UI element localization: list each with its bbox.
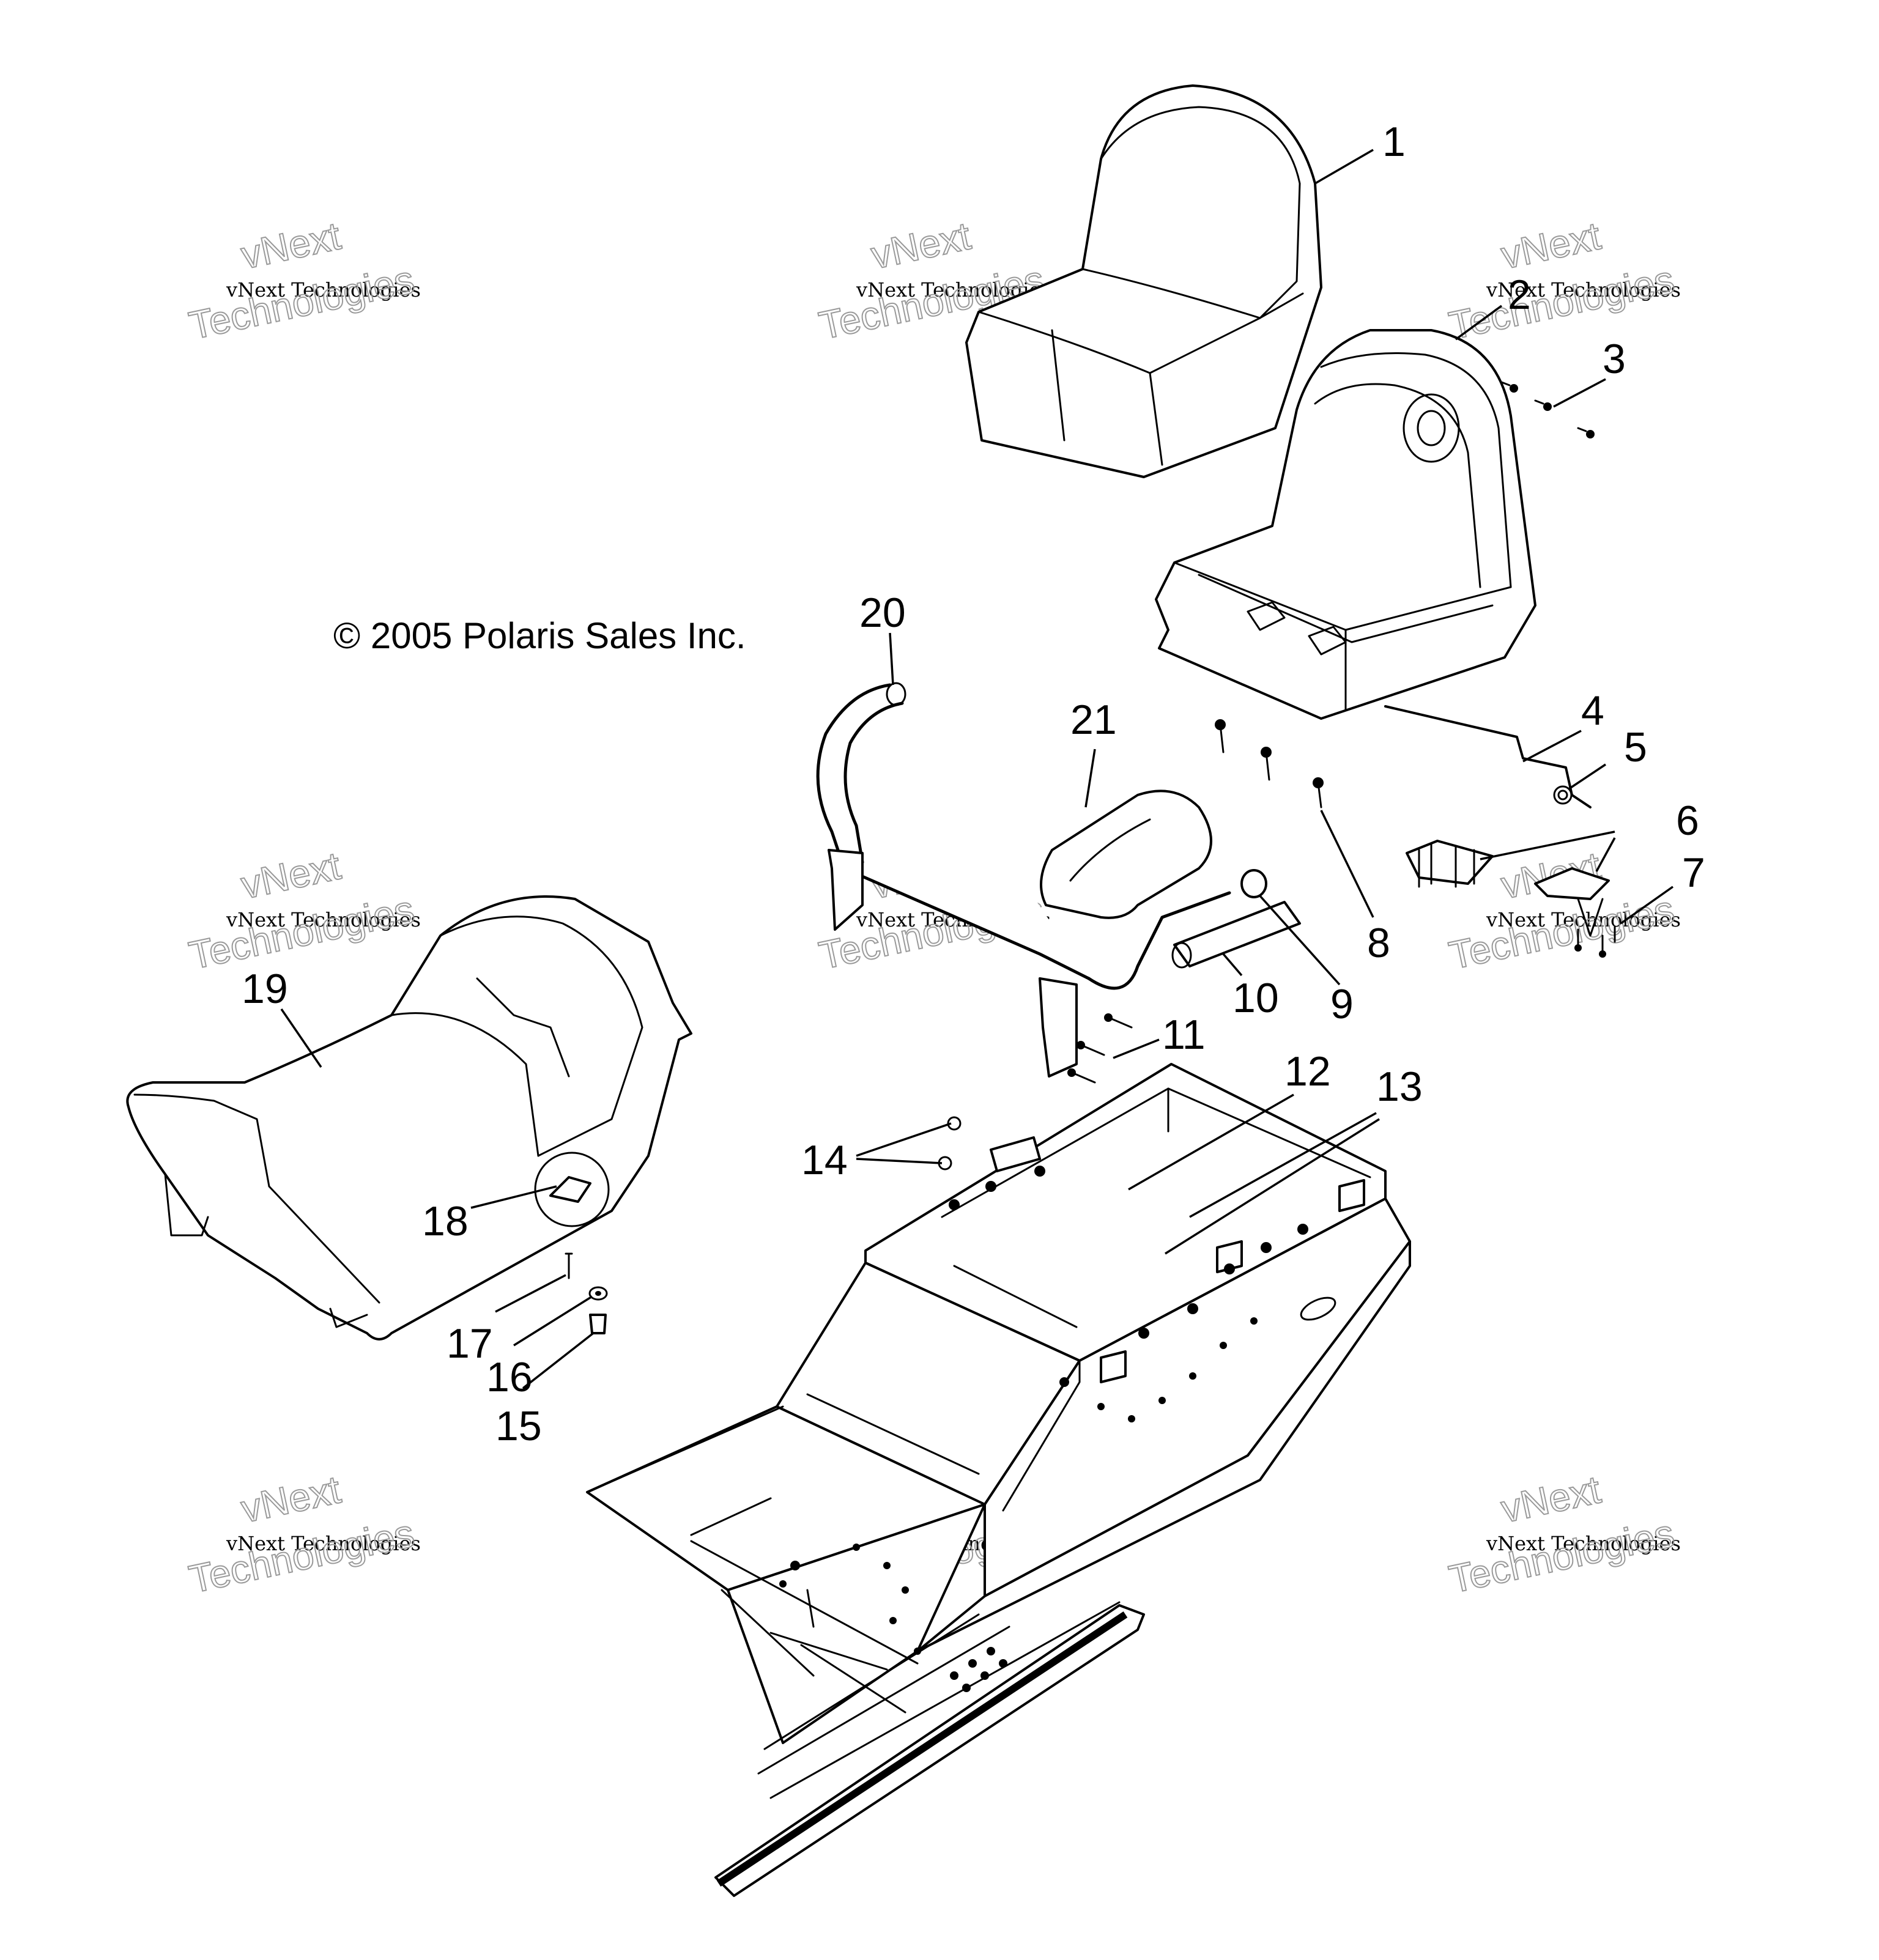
- watermark-top-left: vNext vNext Technologies Technologies: [185, 213, 421, 348]
- watermark-caption: vNext Technologies: [226, 278, 421, 301]
- leader-13b: [1165, 1118, 1380, 1255]
- chassis-tunnel: [586, 1063, 1411, 1897]
- callout-20: 20: [859, 590, 906, 636]
- watermark-technologies: Technologies: [1445, 257, 1678, 348]
- leader-12: [1128, 1093, 1294, 1191]
- callout-16: 16: [486, 1354, 533, 1400]
- part-17-pin: [565, 1252, 573, 1279]
- part-21-backrest-pad: [1040, 790, 1212, 919]
- part-7-screws: [1574, 925, 1616, 958]
- leader-11: [1113, 1038, 1160, 1059]
- part-20-grab-bar: [816, 682, 1231, 1078]
- part-9-cap: [1240, 869, 1267, 898]
- watermark-vnext: vNext: [237, 213, 344, 277]
- leader-17: [495, 1274, 566, 1313]
- leader-14a: [856, 1122, 952, 1157]
- leader-18: [470, 1185, 557, 1209]
- watermark-vnext: vNext: [1497, 1467, 1604, 1531]
- part-8-bolts: [1215, 719, 1324, 808]
- part-11-bolts: [1067, 1013, 1133, 1084]
- watermark-bottom-left: vNext vNext Technologies Technologies: [185, 1466, 421, 1602]
- callout-5: 5: [1624, 724, 1647, 771]
- watermark-technologies: Technologies: [185, 257, 418, 348]
- leader-13a: [1189, 1112, 1377, 1218]
- watermark-vnext: vNext: [867, 213, 974, 277]
- watermark-technologies: Technologies: [185, 887, 418, 978]
- callout-2: 2: [1508, 272, 1531, 318]
- callout-3: 3: [1603, 336, 1626, 382]
- callout-8: 8: [1367, 920, 1390, 966]
- leader-19: [280, 1008, 322, 1068]
- callout-6: 6: [1676, 797, 1699, 844]
- callout-12: 12: [1284, 1048, 1331, 1095]
- leader-9: [1259, 895, 1341, 986]
- part-6-latch: [1406, 840, 1610, 937]
- watermark-top-right: vNext vNext Technologies Technologies: [1445, 213, 1681, 348]
- watermark-mid-left: vNext vNext Technologies Technologies: [185, 843, 421, 978]
- part-19-rear-seat: [126, 895, 692, 1341]
- part-5-spring: [1553, 785, 1573, 805]
- part-3-screws: [1500, 381, 1595, 438]
- leader-10: [1222, 953, 1243, 977]
- part-14-nuts: [938, 1116, 962, 1170]
- callout-11: 11: [1162, 1011, 1206, 1058]
- watermark-vnext: vNext: [237, 1467, 344, 1531]
- leader-2: [1455, 305, 1503, 341]
- watermark-bottom-right: vNext vNext Technologies Technologies: [1445, 1466, 1681, 1602]
- part-1-seat-cushion: [965, 84, 1322, 478]
- callout-9: 9: [1330, 981, 1354, 1027]
- callout-14: 14: [801, 1137, 848, 1183]
- leader-6a: [1480, 830, 1615, 860]
- leader-1: [1314, 149, 1374, 185]
- callout-1: 1: [1382, 119, 1406, 165]
- leader-20: [889, 632, 894, 686]
- watermark-caption: vNext Technologies: [1486, 1532, 1681, 1555]
- callout-4: 4: [1581, 687, 1604, 734]
- watermark-technologies: Technologies: [185, 1511, 418, 1602]
- leader-8: [1320, 810, 1374, 918]
- callout-10: 10: [1232, 975, 1279, 1021]
- watermark-technologies: Technologies: [1445, 887, 1678, 978]
- leader-14b: [856, 1158, 943, 1164]
- leader-5: [1568, 763, 1606, 790]
- callout-13: 13: [1376, 1063, 1423, 1110]
- part-15-bolt: [589, 1314, 607, 1334]
- callout-numbers: 1 2 3 4 5 6 7 8 9 10 11 12 13 14 15 16 1…: [242, 119, 1705, 1449]
- copyright-notice: © 2005 Polaris Sales Inc.: [333, 615, 746, 656]
- leader-lines: [280, 149, 1674, 1389]
- leader-4: [1522, 730, 1582, 763]
- part-4-rod: [1384, 705, 1592, 808]
- watermark-vnext: vNext: [1497, 213, 1604, 277]
- part-18-latch: [534, 1152, 610, 1227]
- watermark-caption: vNext Technologies: [226, 1532, 421, 1555]
- leader-16: [513, 1295, 593, 1347]
- part-10-tube: [1171, 901, 1301, 969]
- part-16-washer: [588, 1286, 608, 1301]
- leader-7: [1620, 886, 1674, 925]
- chassis-holes: [779, 1166, 1308, 1692]
- callout-7: 7: [1682, 849, 1705, 896]
- watermark-vnext: vNext: [237, 843, 344, 907]
- watermark-caption: vNext Technologies: [226, 908, 421, 931]
- leader-21: [1084, 749, 1096, 808]
- callout-18: 18: [422, 1198, 469, 1244]
- callout-19: 19: [242, 966, 288, 1012]
- callout-15: 15: [495, 1403, 542, 1449]
- watermark-caption: vNext Technologies: [1486, 278, 1681, 301]
- watermark-technologies: Technologies: [1445, 1511, 1678, 1602]
- leader-3: [1553, 378, 1606, 408]
- callout-17: 17: [447, 1320, 493, 1367]
- leader-6b: [1595, 837, 1616, 872]
- leader-15: [522, 1332, 595, 1389]
- callout-21: 21: [1070, 697, 1117, 743]
- part-2-seat-base: [1155, 329, 1536, 720]
